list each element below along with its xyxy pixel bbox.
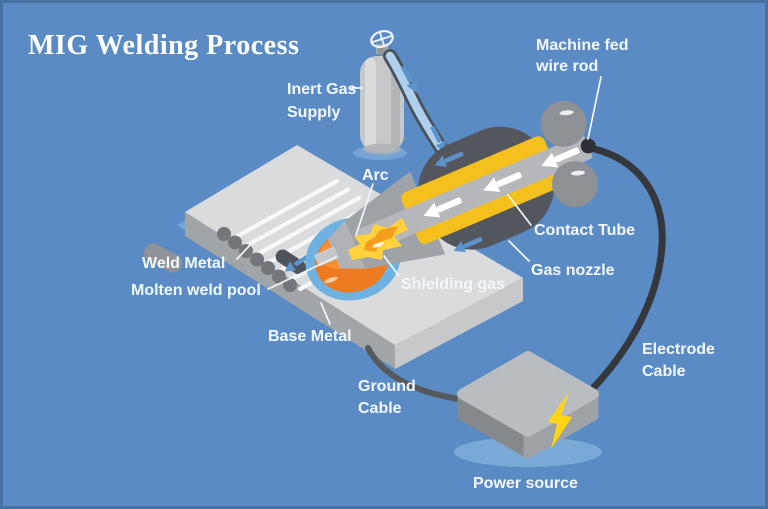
leader-contact-tube — [507, 194, 532, 226]
label-inert-gas-line2: Supply — [287, 104, 340, 121]
label-power-source: Power source — [473, 475, 578, 492]
gas-outflow-arrow-icon — [284, 255, 309, 272]
lightning-bolt-icon — [548, 392, 572, 449]
wire-feed-arrow-icon — [541, 147, 580, 168]
torch-gas-arrow-icon — [453, 237, 483, 253]
label-contact-tube: Contact Tube — [534, 222, 635, 239]
electrode-wire-stub — [314, 246, 339, 267]
power-source-unit — [454, 351, 602, 467]
ground-clamp — [143, 243, 183, 273]
hose-flow-arrow-icon — [401, 65, 417, 93]
label-molten-weld-pool: Molten weld pool — [131, 282, 261, 299]
leader-machine-fed — [587, 76, 602, 140]
valve-wheel-icon — [370, 29, 394, 49]
leader-lines — [236, 76, 602, 325]
label-machine-fed-line1: Machine fed — [536, 37, 628, 54]
label-shielding-gas: Shlelding gas — [401, 276, 505, 293]
torch-gas-arrow-icon — [434, 151, 464, 167]
roller-highlight — [571, 170, 585, 176]
plate-right-face — [395, 278, 523, 369]
label-ground-cable-line1: Ground — [358, 378, 416, 395]
leader-gas-nozzle — [508, 240, 530, 262]
wire-feed-arrow-icon — [483, 172, 522, 192]
gas-outflow — [275, 249, 309, 275]
page-title: MIG Welding Process — [28, 30, 299, 61]
wire-channel — [355, 134, 593, 254]
wire-feed-arrow-icon — [423, 197, 462, 218]
leader-base-metal — [320, 302, 331, 325]
wire-feed-roller — [540, 100, 587, 147]
cylinder-base — [363, 143, 401, 155]
welding-torch — [314, 100, 599, 269]
label-gas-nozzle: Gas nozzle — [531, 262, 615, 279]
flame-core-highlight — [372, 242, 384, 248]
label-inert-gas-line1: Inert Gas — [287, 81, 356, 98]
leader-molten-pool — [267, 256, 337, 290]
label-base-metal: Base Metal — [268, 328, 352, 345]
arc-flame — [348, 218, 408, 260]
label-arc: Arc — [362, 167, 389, 184]
label-electrode-cable-line2: Cable — [642, 363, 686, 380]
leader-weld-metal — [236, 242, 253, 260]
weld-metal-bumps — [217, 227, 297, 292]
wire-entry-port — [580, 138, 596, 154]
labels: Inert Gas Supply Machine fed wire rod Ar… — [131, 37, 715, 492]
label-machine-fed-line2: wire rod — [535, 58, 598, 75]
cylinder-highlight — [365, 58, 376, 148]
label-ground-cable-line2: Cable — [358, 400, 402, 417]
leader-arc — [355, 183, 374, 236]
leader-shielding-gas — [383, 255, 400, 277]
label-electrode-cable-line1: Electrode — [642, 341, 715, 358]
wire-feed-roller — [552, 161, 599, 208]
label-weld-metal: Weld Metal — [142, 255, 225, 272]
pool-highlight — [324, 276, 338, 284]
roller-highlight — [559, 110, 574, 116]
